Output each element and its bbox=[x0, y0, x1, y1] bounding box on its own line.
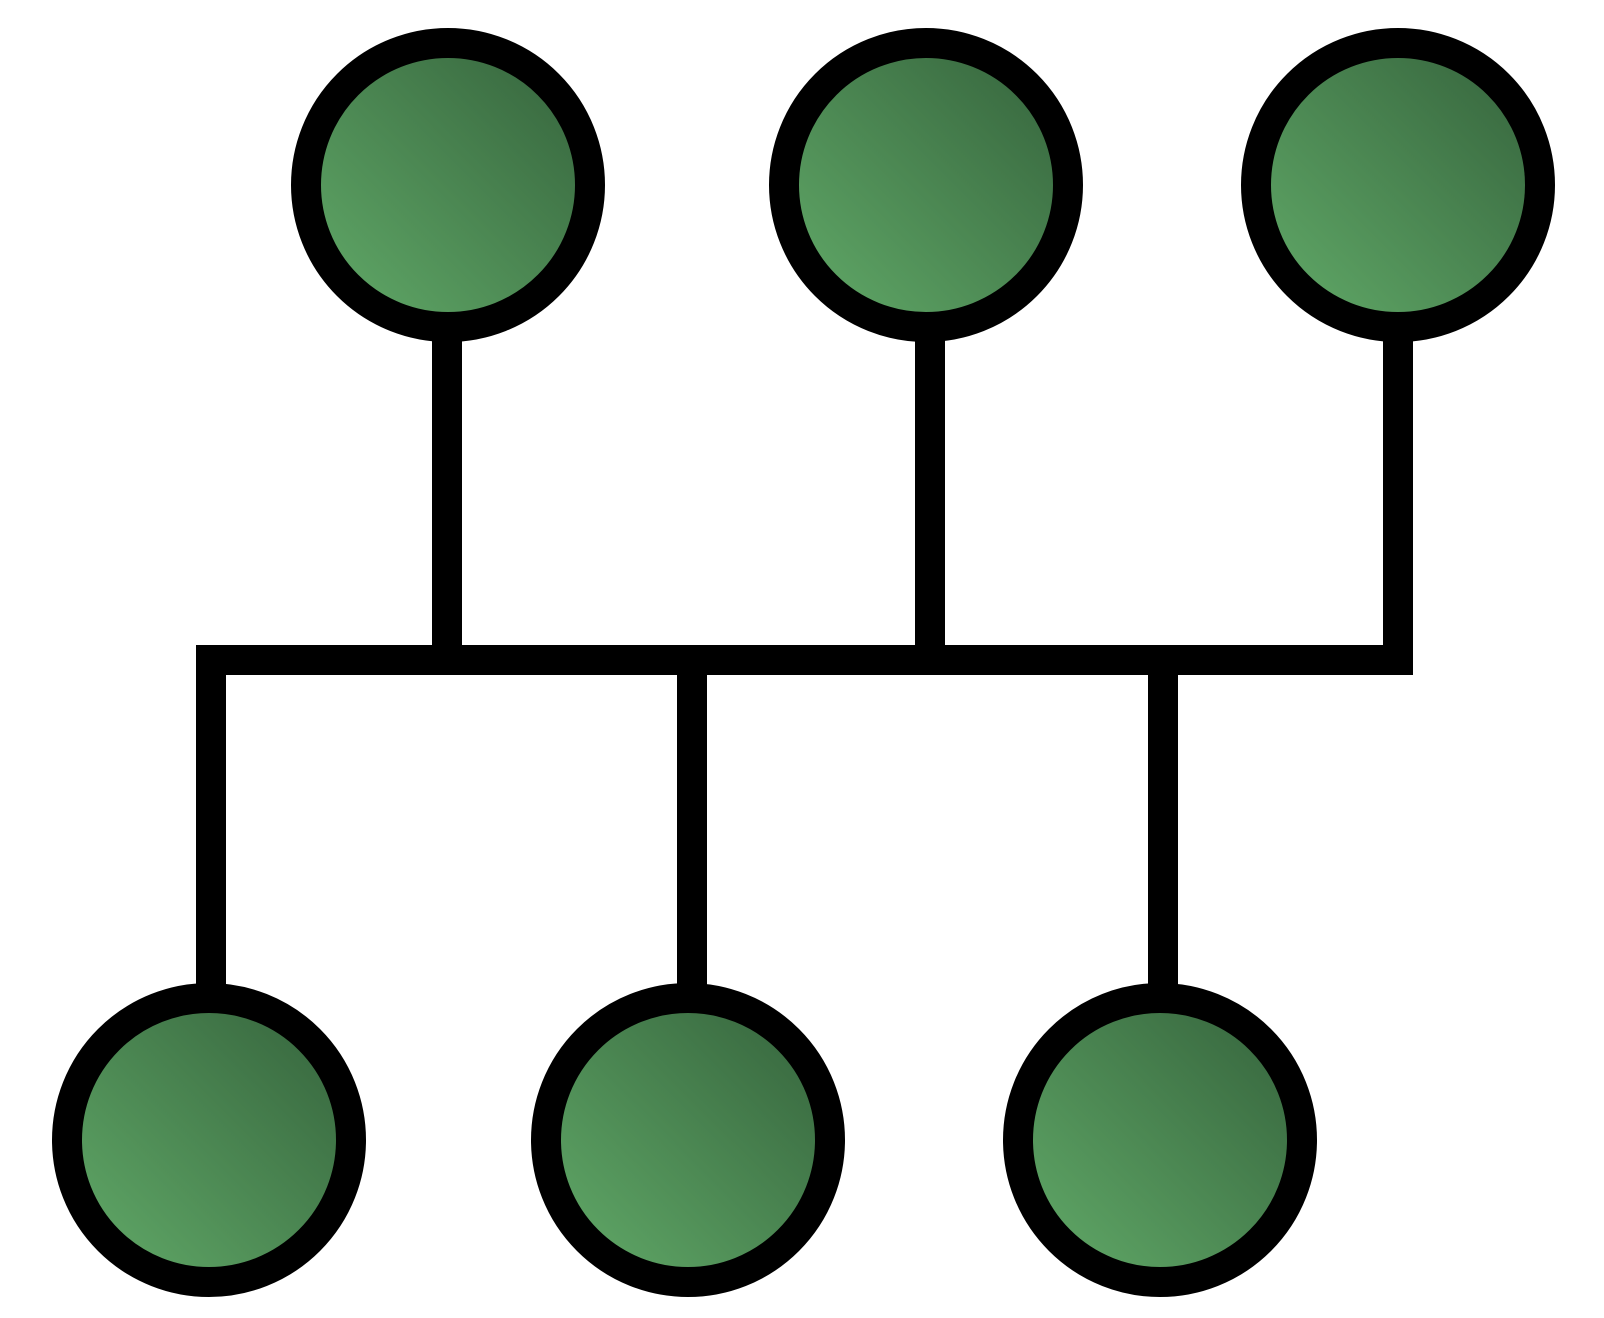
bus-line bbox=[196, 330, 1413, 1000]
node-bottom-3 bbox=[1003, 983, 1317, 1297]
node-bottom-2 bbox=[531, 983, 845, 1297]
node-top-1 bbox=[291, 28, 605, 342]
node-bottom-1 bbox=[52, 983, 366, 1297]
node-top-3 bbox=[1241, 28, 1555, 342]
node-top-2 bbox=[769, 28, 1083, 342]
